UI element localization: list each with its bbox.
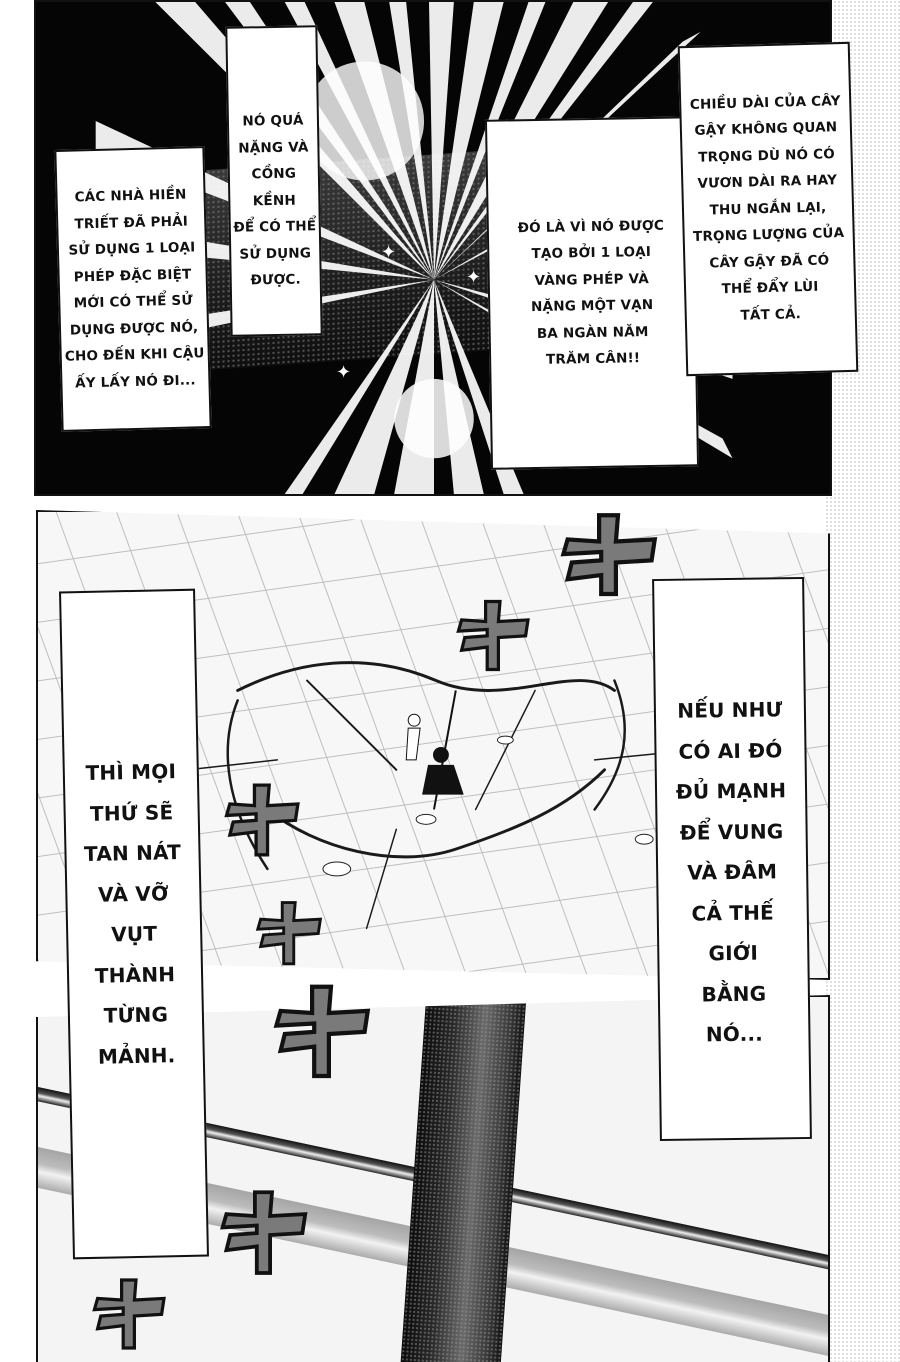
narration-box-strong-enough: NẾU NHƯ CÓ AI ĐÓ ĐỦ MẠNH ĐỂ VUNG VÀ ĐÂM …: [652, 576, 812, 1142]
narration-box-sages: CÁC NHÀ HIỀN TRIẾT ĐÃ PHẢI SỬ DỤNG 1 LOẠ…: [54, 146, 212, 432]
narration-box-staff-length: CHIỀU DÀI CỦA CÂY GẬY KHÔNG QUAN TRỌNG D…: [677, 41, 859, 377]
rumble-sfx-icon: [224, 783, 300, 857]
figures: [405, 690, 464, 810]
rumble-sfx-icon: [560, 513, 658, 597]
narration-text: CÁC NHÀ HIỀN TRIẾT ĐÃ PHẢI SỬ DỤNG 1 LOẠ…: [64, 186, 205, 392]
screentone-texture: [398, 997, 528, 1362]
sparkle-icon: ✦: [336, 362, 352, 383]
rumble-sfx-icon: [92, 1278, 166, 1350]
narration-box-too-heavy: NÓ QUÁ NẶNG VÀ CỒNG KỀNH ĐỂ CÓ THỂ SỬ DỤ…: [225, 25, 323, 337]
narration-text: NẾU NHƯ CÓ AI ĐÓ ĐỦ MẠNH ĐỂ VUNG VÀ ĐÂM …: [675, 697, 787, 1047]
narration-text: NÓ QUÁ NẶNG VÀ CỒNG KỀNH ĐỂ CÓ THỂ SỬ DỤ…: [233, 112, 317, 289]
narration-text: ĐÓ LÀ VÌ NÓ ĐƯỢC TẠO BỞI 1 LOẠI VÀNG PHÉ…: [517, 217, 665, 368]
rumble-sfx-icon: [273, 984, 371, 1079]
rumble-sfx-icon: [255, 901, 323, 966]
narration-text: CHIỀU DÀI CỦA CÂY GẬY KHÔNG QUAN TRỌNG D…: [689, 92, 845, 324]
narration-box-shatter: THÌ MỌI THỨ SẼ TAN NÁT VÀ VỠ VỤT THÀNH T…: [59, 588, 209, 1260]
narration-text: THÌ MỌI THỨ SẼ TAN NÁT VÀ VỠ VỤT THÀNH T…: [83, 759, 182, 1069]
rumble-sfx-icon: [220, 1190, 308, 1275]
sparkle-icon: ✦: [466, 267, 482, 288]
sparkle-icon: ✦: [381, 242, 397, 263]
narration-box-magic-gold: ĐÓ LÀ VÌ NÓ ĐƯỢC TẠO BỞI 1 LOẠI VÀNG PHÉ…: [484, 116, 700, 470]
rumble-sfx-icon: [456, 599, 530, 672]
